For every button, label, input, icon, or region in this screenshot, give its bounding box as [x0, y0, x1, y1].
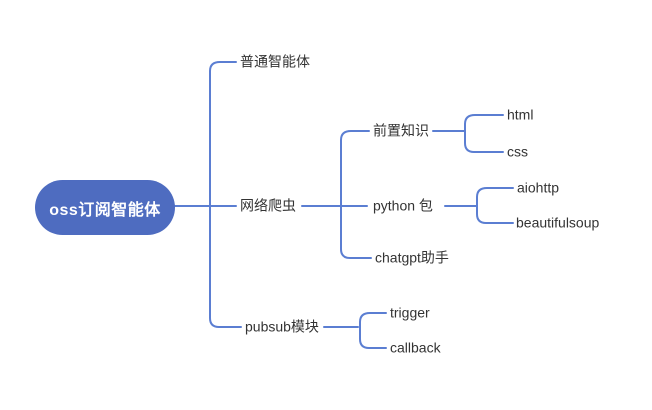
- root-node[interactable]: oss订阅智能体: [35, 180, 175, 235]
- node-web-crawler[interactable]: 网络爬虫: [240, 197, 296, 214]
- connector-prereq-children: [464, 114, 504, 153]
- node-html[interactable]: html: [507, 106, 534, 123]
- connector-pubsub-children: [359, 312, 387, 349]
- node-beautifulsoup[interactable]: beautifulsoup: [516, 214, 600, 231]
- connector-pythonpkg-children: [476, 187, 514, 224]
- node-aiohttp[interactable]: aiohttp: [517, 179, 560, 196]
- node-generic-agent[interactable]: 普通智能体: [240, 53, 310, 70]
- connector-level1-trunk: [209, 61, 242, 328]
- connector-level2-trunk: [340, 130, 372, 259]
- node-css[interactable]: css: [507, 143, 528, 160]
- node-pubsub-module[interactable]: pubsub模块: [245, 318, 319, 335]
- node-chatgpt-assistant[interactable]: chatgpt助手: [375, 249, 449, 266]
- node-prerequisites[interactable]: 前置知识: [373, 122, 429, 139]
- node-callback[interactable]: callback: [390, 339, 441, 356]
- node-python-packages[interactable]: python 包: [373, 197, 433, 214]
- node-trigger[interactable]: trigger: [390, 304, 430, 321]
